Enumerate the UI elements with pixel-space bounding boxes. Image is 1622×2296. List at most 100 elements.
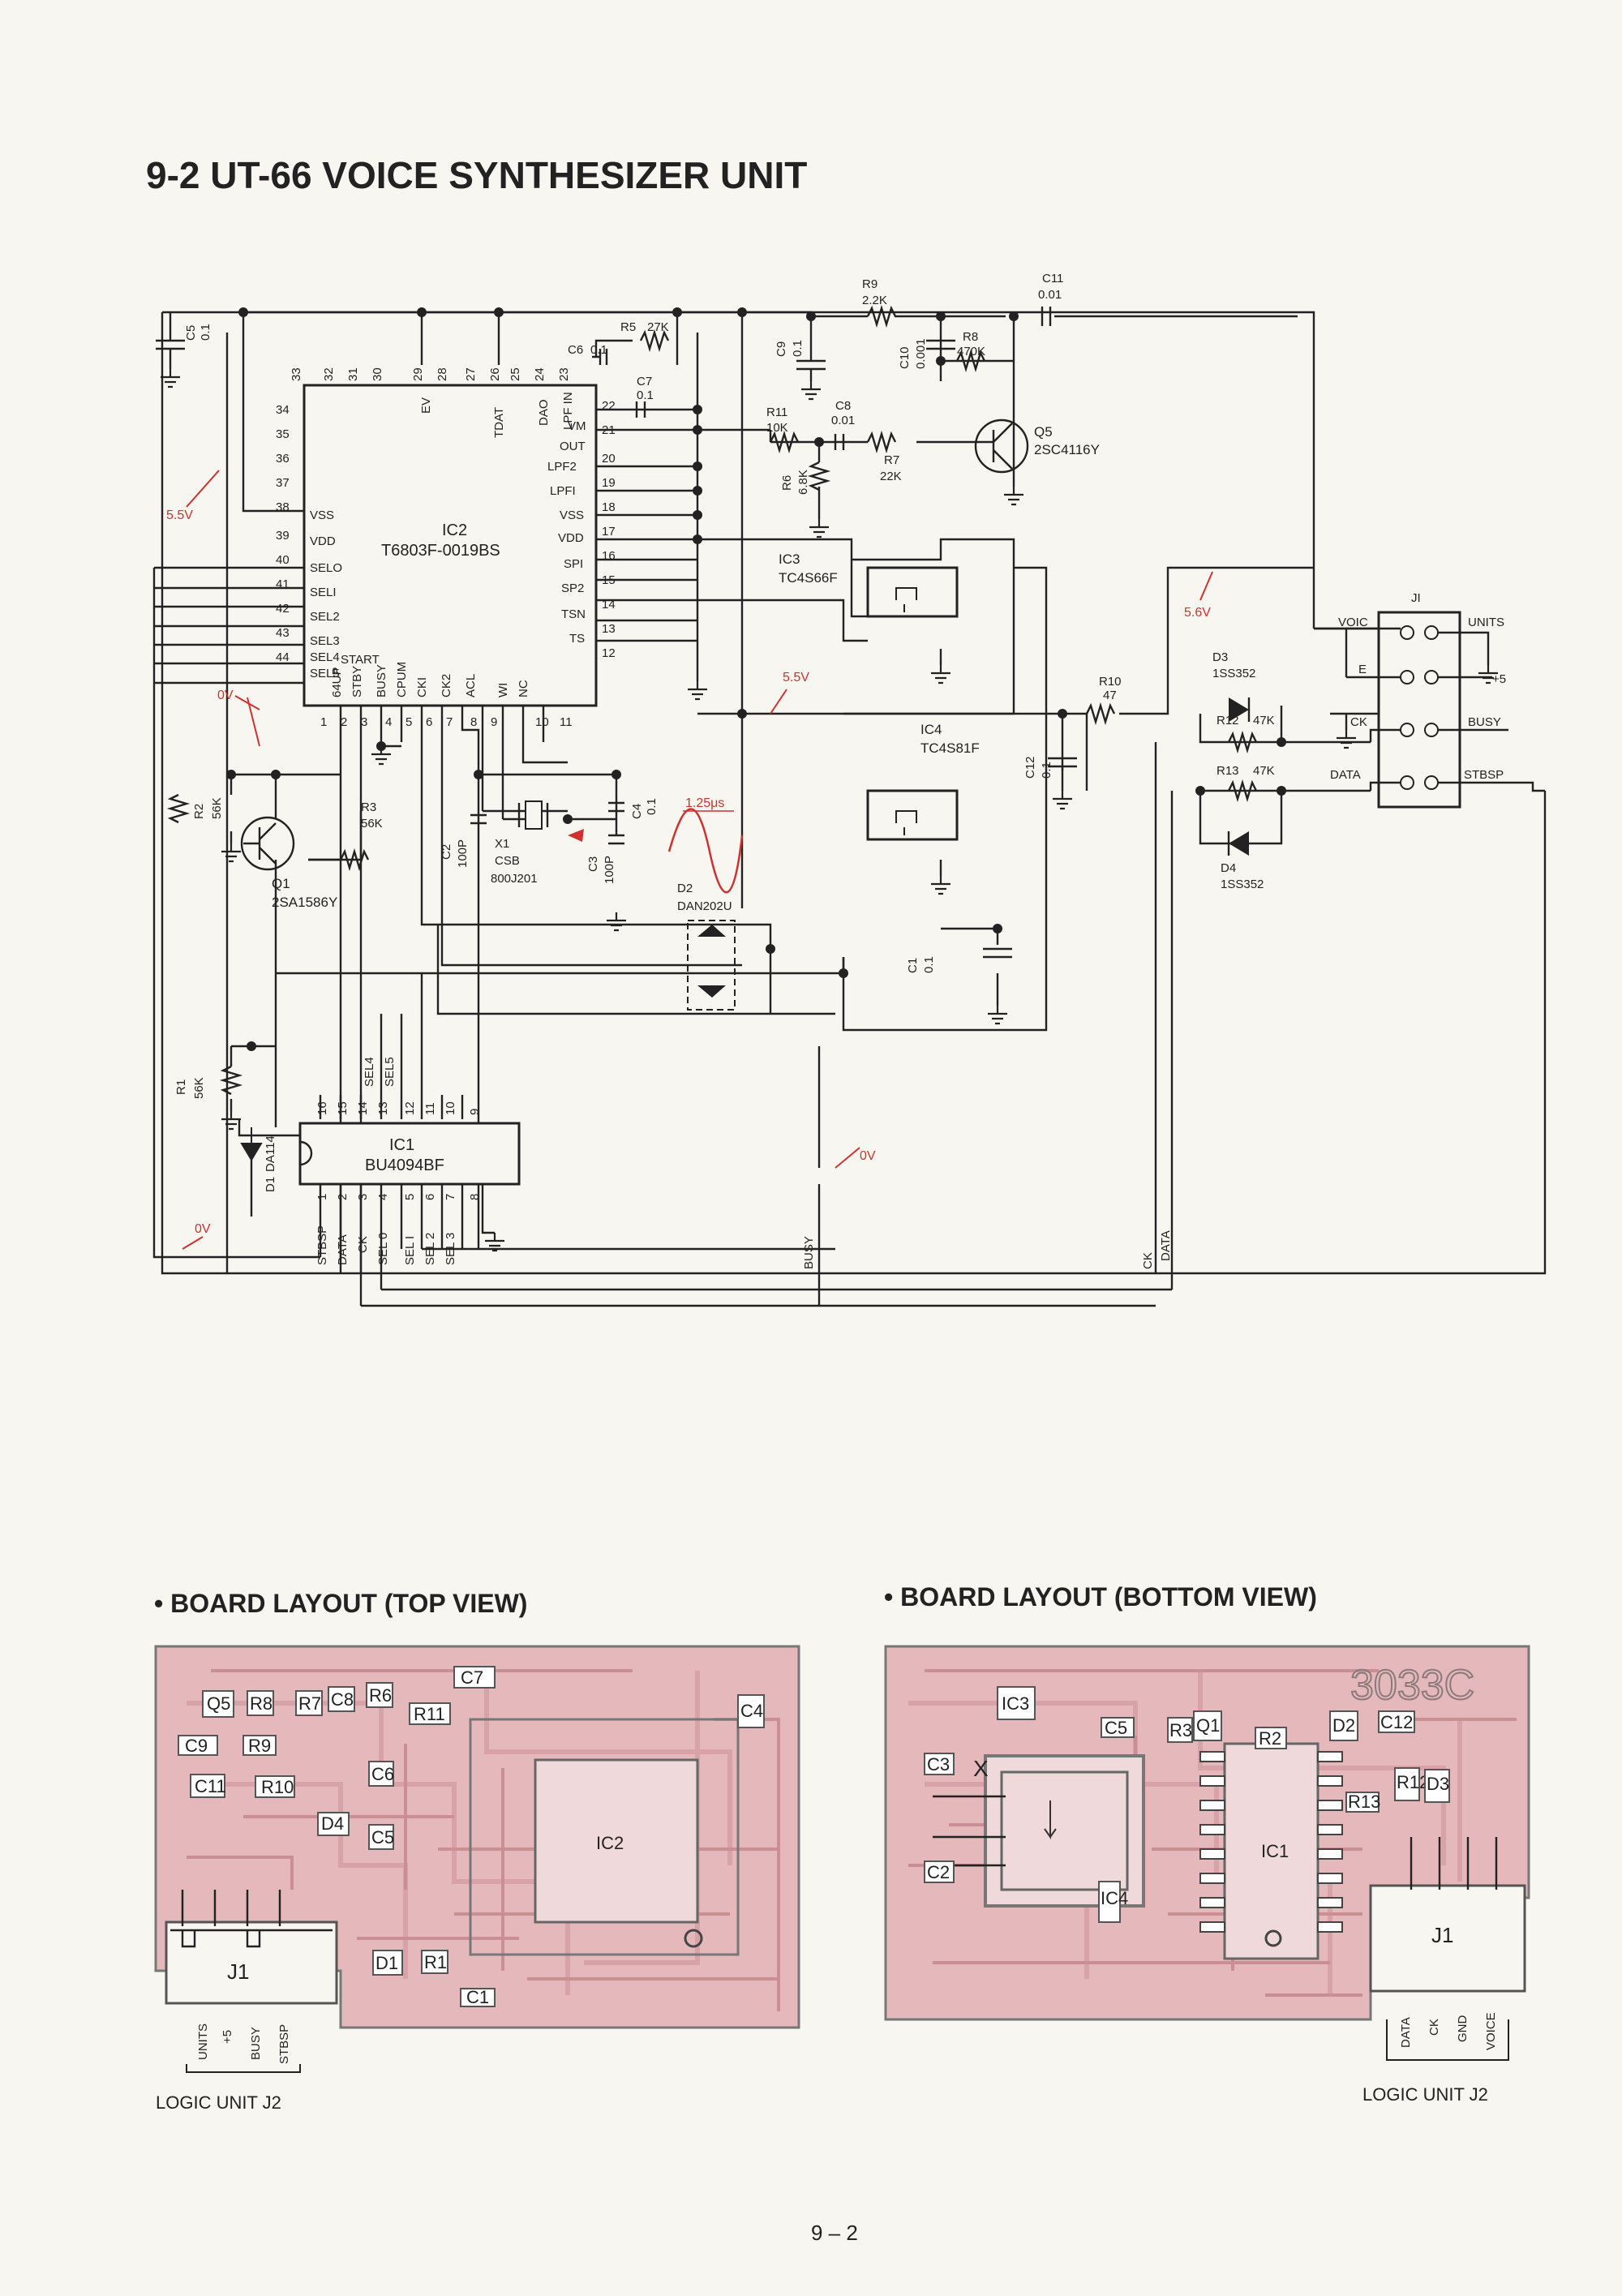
ic1-notch [299,1140,313,1166]
ic2-pin: 25 [508,367,522,381]
c6-value: 0.1 [590,343,607,357]
bottom-part-d3: D3 [1427,1774,1449,1794]
c3-value: 100P [603,856,616,884]
d4: D4 1SS352 [1221,831,1264,891]
r5-ref: R5 [620,320,636,334]
ic2-pin: 19 [602,476,616,490]
r2-value: 56K [210,797,224,819]
ic2-pin: 32 [322,367,336,381]
d2-part: DAN202U [677,899,732,913]
top-view-pin-labels: UNITS +5 BUSY STBSP [196,2023,291,2064]
ic2-pin: 22 [602,399,616,413]
ic2-pin-label: CKI [415,677,429,697]
ic2-pin: 37 [276,476,290,490]
top-part-r9: R9 [248,1736,271,1756]
top-part-r8: R8 [250,1693,272,1714]
c7-value: 0.1 [637,388,654,402]
bottom-part-c12: C12 [1380,1712,1413,1732]
ic2-pin-label: TSN [561,607,586,621]
ic2-pin: 3 [361,715,367,729]
ic2-pin: 33 [290,367,303,381]
ic1-pin-label: STBSP [315,1225,329,1265]
ic2-pin: 15 [602,573,616,587]
bottom-part-r3: R3 [1169,1720,1192,1740]
d3: D3 1SS352 [1212,650,1255,722]
ic1-pin-label: SEL 3 [444,1233,457,1265]
ic2-pin: 12 [602,646,616,660]
c12-ref: C12 [1023,756,1037,779]
r5-value: 27K [647,320,669,334]
ic2-pin: 10 [535,715,549,729]
ic1-pin-label: DATA [336,1234,350,1265]
ic2-pin-label: TS [569,632,585,646]
c6-symbol [592,339,633,365]
ic2-pin-label: SEL2 [310,610,340,624]
ic2-pin-label: ACL [464,674,478,697]
r8-symbol [955,349,986,373]
top-view-j1-body [165,1920,338,2005]
ic2-pin-label: LPF2 [547,460,577,474]
r1-symbol [219,1065,243,1096]
ic1-pin-label: SEL5 [383,1057,397,1087]
c2-value: 100P [456,839,470,868]
q1-ref: Q1 [272,876,290,891]
q5-ref: Q5 [1034,424,1053,440]
annotation-0v-left: 0V [195,1222,211,1236]
ic2-pin-label: VSS [560,509,584,522]
ic1-pin: 15 [336,1101,350,1115]
c3-symbol [608,834,624,845]
ic1: IC1 BU4094BF 16 15 14 13 12 11 10 9 SEL4… [298,1057,521,1265]
top-part-c11: C11 [195,1776,226,1796]
r12-value: 47K [1253,714,1275,727]
d2: D2 DAN202U [677,882,736,1011]
ic2-pin: 27 [464,367,478,381]
ic2-pin-label: LPF IN [561,392,575,430]
d1-ref: D1 [264,1177,277,1192]
ic2-bottom-pins: 1 2 3 4 5 6 7 8 9 10 11 64UP STBY BUSY C… [320,662,573,729]
ic2-pin: 9 [491,715,497,729]
ic1-pin: 2 [336,1194,350,1200]
r10-symbol [1085,702,1116,726]
c5-ref: C5 [184,325,198,341]
ic2-pin-label: BUSY [375,664,388,697]
ic1-pin-label: CK [356,1236,370,1253]
annotation-0v-busy: 0V [860,1149,876,1163]
ic2: IC2 T6803F-0019BS 33 32 31 30 29 28 27 2… [276,367,616,729]
ic1-pin: 16 [315,1101,329,1115]
r2-symbol [166,793,191,824]
bottom-part-ic3: IC3 [1002,1693,1029,1714]
ic4-ref: IC4 [920,722,942,737]
r9-symbol [866,304,916,328]
bottom-part-ic4: IC4 [1101,1888,1128,1908]
ic2-pin: 13 [602,622,616,636]
ic2-pin-label: CPUM [395,662,409,697]
top-pin-busy: BUSY [249,2027,263,2060]
ic2-pin: 34 [276,403,290,417]
c1-value: 0.1 [922,956,936,973]
ic2-pin: 16 [602,549,616,563]
r1-ref: R1 [174,1079,188,1095]
ic2-pin: 6 [426,715,432,729]
bottom-view-heading: • BOARD LAYOUT (BOTTOM VIEW) [884,1582,1317,1611]
ic1-pin: 4 [376,1194,390,1200]
top-part-c5: C5 [371,1827,394,1848]
top-part-c1: C1 [466,1987,489,2007]
ic2-pin: 36 [276,452,290,466]
q5-part: 2SC4116Y [1034,442,1100,457]
voltage-annotations: 5.5V 5.5V 5.6V 0V 0V 0V 1.25μs [166,470,1213,1250]
ic2-pin-label: WI [496,683,510,697]
c1-symbol [983,947,1012,959]
r12-symbol [1227,730,1258,754]
top-pin-stbsp: STBSP [277,2024,291,2064]
ic2-pin-label: VSS [310,509,334,522]
r3-symbol [308,848,370,872]
ic2-pin-label: VDD [310,534,336,548]
ic2-pin: 24 [533,367,547,381]
j1-left-data: DATA [1330,768,1361,782]
junction-dots [226,307,1286,1051]
ic2-part: T6803F-0019BS [381,542,500,560]
c10-ref: C10 [898,346,912,369]
r6-symbol [807,461,831,491]
ic4-part: TC4S81F [920,740,980,756]
top-view-footer: LOGIC UNIT J2 [156,2092,281,2113]
